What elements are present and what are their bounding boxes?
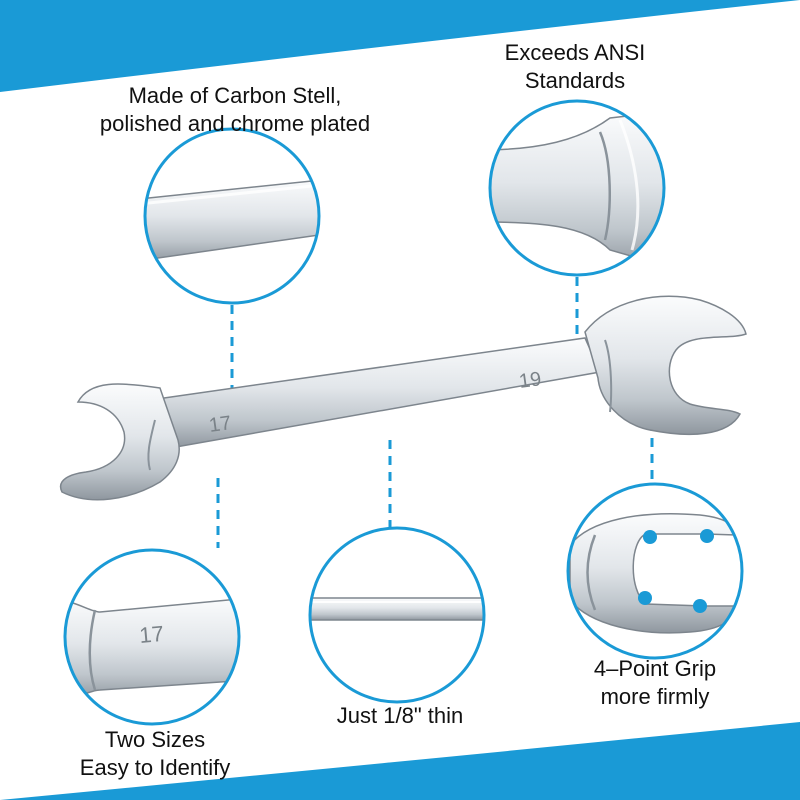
callout-thickness-circle [308, 526, 486, 704]
wrench-size-large-mark: 19 [518, 368, 543, 393]
standards-label-line1: Exceeds ANSI [504, 40, 646, 65]
standards-label: Exceeds ANSI Standards [470, 39, 680, 95]
connector-lines [216, 277, 654, 548]
sizes-label-line1: Two Sizes [104, 727, 206, 752]
grip-label-line1: 4–Point Grip [593, 656, 717, 681]
wrench-size-small-mark: 17 [208, 412, 233, 437]
sizes-label: Two Sizes Easy to Identify [40, 726, 270, 782]
grip-point [638, 591, 652, 605]
standards-label-line2: Standards [524, 68, 626, 93]
callout-size-mark: 17 [138, 621, 165, 648]
grip-point [700, 529, 714, 543]
grip-point [693, 599, 707, 613]
grip-point [643, 530, 657, 544]
grip-label: 4–Point Grip more firmly [555, 655, 755, 711]
callout-material-circle [143, 127, 321, 305]
callout-sizes-circle: 17 [63, 548, 241, 726]
grip-label-line2: more firmly [600, 684, 710, 709]
material-label-line1: Made of Carbon Stell, [128, 83, 342, 108]
material-label: Made of Carbon Stell, polished and chrom… [60, 82, 410, 138]
thickness-label: Just 1/8" thin [300, 702, 500, 730]
thickness-label-line1: Just 1/8" thin [336, 703, 464, 728]
sizes-label-line2: Easy to Identify [79, 755, 231, 780]
bottom-blue-band [0, 722, 800, 800]
top-blue-band [0, 0, 800, 92]
grip-contact-points [638, 529, 714, 613]
material-label-line2: polished and chrome plated [99, 111, 371, 136]
wrench-image [59, 295, 747, 501]
callout-grip-circle [566, 482, 744, 660]
callout-standards-circle [488, 99, 666, 277]
